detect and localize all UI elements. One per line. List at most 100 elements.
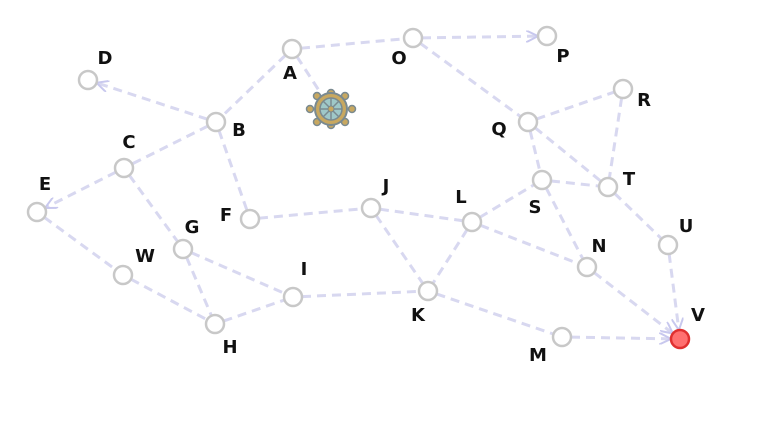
edge-M-V xyxy=(570,337,670,339)
node-label-G: G xyxy=(185,217,200,238)
node-label-J: J xyxy=(381,176,390,197)
node-circle-U[interactable] xyxy=(657,234,679,256)
node-J[interactable]: J xyxy=(360,176,390,219)
edge-R-T xyxy=(608,97,624,178)
node-label-N: N xyxy=(591,236,606,257)
edge-J-K xyxy=(374,214,424,284)
edges-layer xyxy=(44,36,678,339)
edge-S-N xyxy=(544,187,584,259)
node-circle-B[interactable] xyxy=(205,111,227,133)
node-circle-M[interactable] xyxy=(551,326,573,348)
node-label-R: R xyxy=(637,90,651,111)
edge-B-C xyxy=(132,124,209,165)
node-circle-F[interactable] xyxy=(239,208,261,230)
node-P[interactable]: P xyxy=(536,25,570,67)
edge-H-I xyxy=(223,298,285,323)
node-label-U: U xyxy=(679,216,694,237)
node-S[interactable]: S xyxy=(529,169,553,218)
node-label-O: O xyxy=(391,48,406,69)
node-circle-C[interactable] xyxy=(113,157,135,179)
edge-A-B xyxy=(222,54,287,117)
node-U[interactable]: U xyxy=(657,216,694,256)
ship-wheel-icon xyxy=(305,88,357,130)
node-circle-V[interactable] xyxy=(669,328,691,350)
node-W[interactable]: W xyxy=(112,246,155,286)
node-circle-P[interactable] xyxy=(536,25,558,47)
edge-C-E xyxy=(46,170,117,207)
node-H[interactable]: H xyxy=(204,313,238,358)
edge-O-P xyxy=(421,36,537,38)
node-L[interactable]: L xyxy=(455,187,483,233)
node-circle-D[interactable] xyxy=(77,69,99,91)
node-label-D: D xyxy=(98,48,113,69)
edge-K-M xyxy=(436,292,554,336)
node-label-A: A xyxy=(283,63,297,84)
edge-B-D xyxy=(98,83,208,121)
node-label-L: L xyxy=(455,187,466,208)
node-circle-Q[interactable] xyxy=(517,111,539,133)
node-B[interactable]: B xyxy=(205,111,246,141)
edge-Q-S xyxy=(528,130,542,171)
node-circle-S[interactable] xyxy=(531,169,553,191)
node-label-I: I xyxy=(301,259,308,280)
nodes-layer: A B C D E FG H I J K L M N O P Q R S T U V W xyxy=(26,25,705,366)
node-label-P: P xyxy=(556,46,569,67)
node-circle-W[interactable] xyxy=(112,264,134,286)
edge-C-G xyxy=(128,174,179,242)
node-circle-A[interactable] xyxy=(281,38,303,60)
node-circle-I[interactable] xyxy=(282,286,304,308)
node-label-H: H xyxy=(222,337,237,358)
edge-U-V xyxy=(667,253,679,329)
node-circle-K[interactable] xyxy=(417,280,439,302)
node-label-V: V xyxy=(691,305,705,326)
node-label-F: F xyxy=(220,205,232,226)
node-F[interactable]: F xyxy=(220,205,261,230)
node-I[interactable]: I xyxy=(282,259,308,308)
node-circle-E[interactable] xyxy=(26,201,48,223)
edge-L-K xyxy=(432,228,469,284)
edge-I-K xyxy=(301,289,419,299)
edge-B-F xyxy=(217,129,249,211)
edge-L-S xyxy=(478,183,535,219)
node-M[interactable]: M xyxy=(529,326,573,366)
node-label-C: C xyxy=(122,132,135,153)
node-R[interactable]: R xyxy=(612,78,651,111)
node-V[interactable]: V xyxy=(669,305,705,350)
node-circle-J[interactable] xyxy=(360,197,382,219)
edge-L-N xyxy=(479,223,579,265)
node-label-S: S xyxy=(529,197,542,218)
node-label-Q: Q xyxy=(491,119,506,140)
node-circle-G[interactable] xyxy=(172,238,194,260)
edge-A-ship-wheel xyxy=(295,55,321,93)
edge-G-H xyxy=(185,256,213,316)
edge-T-U xyxy=(613,192,662,240)
node-label-K: K xyxy=(411,305,426,326)
node-label-E: E xyxy=(39,174,51,195)
node-K[interactable]: K xyxy=(411,280,439,326)
node-circle-O[interactable] xyxy=(402,27,424,49)
node-Q[interactable]: Q xyxy=(491,111,539,140)
edge-F-J xyxy=(258,207,362,220)
node-G[interactable]: G xyxy=(172,217,200,260)
node-circle-R[interactable] xyxy=(612,78,634,100)
node-circle-H[interactable] xyxy=(204,313,226,335)
node-O[interactable]: O xyxy=(391,27,424,69)
node-circle-N[interactable] xyxy=(576,256,598,278)
node-E[interactable]: E xyxy=(26,174,51,223)
node-C[interactable]: C xyxy=(113,132,136,179)
node-circle-L[interactable] xyxy=(461,211,483,233)
node-circle-T[interactable] xyxy=(597,176,619,198)
edge-J-L xyxy=(379,207,463,223)
node-D[interactable]: D xyxy=(77,48,113,91)
node-T[interactable]: T xyxy=(597,169,636,198)
edge-E-W xyxy=(43,216,116,271)
edge-A-O xyxy=(300,37,404,50)
edge-S-T xyxy=(550,179,599,188)
node-label-B: B xyxy=(232,120,246,141)
node-N[interactable]: N xyxy=(576,236,607,278)
node-A[interactable]: A xyxy=(281,38,303,84)
edge-N-V xyxy=(593,271,672,333)
node-label-W: W xyxy=(135,246,155,267)
node-label-T: T xyxy=(623,169,636,190)
